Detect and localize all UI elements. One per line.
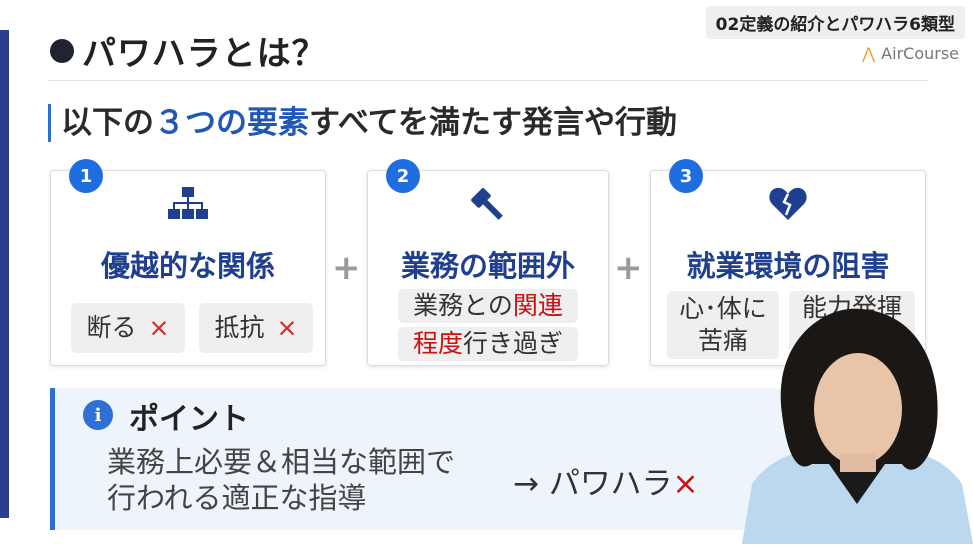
chapter-tag: 02定義の紹介とパワハラ6類型 — [705, 6, 965, 39]
subtitle-pre: 以下の — [61, 105, 154, 141]
divider — [48, 80, 928, 81]
subtitle-accent: ３つの要素 — [154, 105, 309, 141]
element-card-1: 1 優越的な関係 断る × 抵抗 × — [50, 159, 326, 366]
bullet-dot-icon — [50, 38, 74, 63]
card-number-badge: 1 — [69, 159, 103, 193]
hierarchy-icon — [51, 187, 325, 225]
aircourse-logo-icon: ⋀ — [862, 44, 876, 63]
card-title: 就業環境の阻害 — [686, 249, 890, 283]
page-title: パワハラとは？ — [82, 34, 327, 74]
card-number-badge: 2 — [386, 159, 420, 193]
chip-pain: 心･体に 苦痛 — [667, 291, 779, 359]
card-title: 優越的な関係 — [100, 249, 275, 283]
element-card-2: 2 業務の範囲外 業務との関連 程度行き過ぎ — [367, 159, 609, 366]
card-number-badge: 3 — [669, 159, 703, 193]
subtitle: 以下の３つの要素すべてを満たす発言や行動 — [48, 104, 677, 142]
card-title: 業務の範囲外 — [400, 249, 575, 283]
title-row: パワハラとは？ — [50, 26, 327, 75]
brand-name: AirCourse — [881, 44, 959, 63]
point-result: → パワハラ× — [513, 458, 699, 503]
cross-mark: × — [148, 313, 170, 342]
broken-heart-icon — [651, 187, 925, 225]
chip-label: 断る — [86, 313, 137, 342]
cross-mark: × — [276, 313, 298, 342]
point-title: ポイント — [129, 402, 249, 437]
point-box: i ポイント 業務上必要＆相当な範囲で 行われる適正な指導 → パワハラ× — [50, 388, 885, 530]
chip-refuse: 断る × — [71, 303, 185, 353]
chip-label: 抵抗 — [214, 313, 265, 342]
plus-sign: + — [614, 248, 643, 288]
chip-emphasis: 程度 — [412, 329, 463, 358]
chip-label: 業務との — [413, 291, 513, 320]
chip-label: 心･体に — [679, 294, 767, 323]
chip-relevance: 業務との関連 — [398, 289, 578, 323]
cross-mark: × — [672, 466, 699, 502]
chip-label: 行き過ぎ — [463, 329, 564, 358]
point-line: 行われる適正な指導 — [107, 481, 367, 515]
point-text: 業務上必要＆相当な範囲で 行われる適正な指導 — [107, 444, 455, 516]
subtitle-post: すべてを満たす発言や行動 — [309, 105, 677, 141]
result-label: → パワハラ — [513, 466, 673, 502]
gavel-icon — [368, 187, 608, 227]
brand-logo: ⋀ AirCourse — [862, 44, 959, 63]
info-icon: i — [83, 400, 113, 430]
chip-emphasis: 関連 — [512, 291, 563, 320]
plus-sign: + — [332, 248, 361, 288]
point-line: 業務上必要＆相当な範囲で — [107, 445, 456, 479]
chip-label: 苦痛 — [697, 326, 748, 355]
chip-resist: 抵抗 × — [199, 303, 313, 353]
left-accent-bar — [0, 30, 9, 518]
chip-excess: 程度行き過ぎ — [398, 327, 578, 361]
presenter-video — [742, 304, 973, 544]
